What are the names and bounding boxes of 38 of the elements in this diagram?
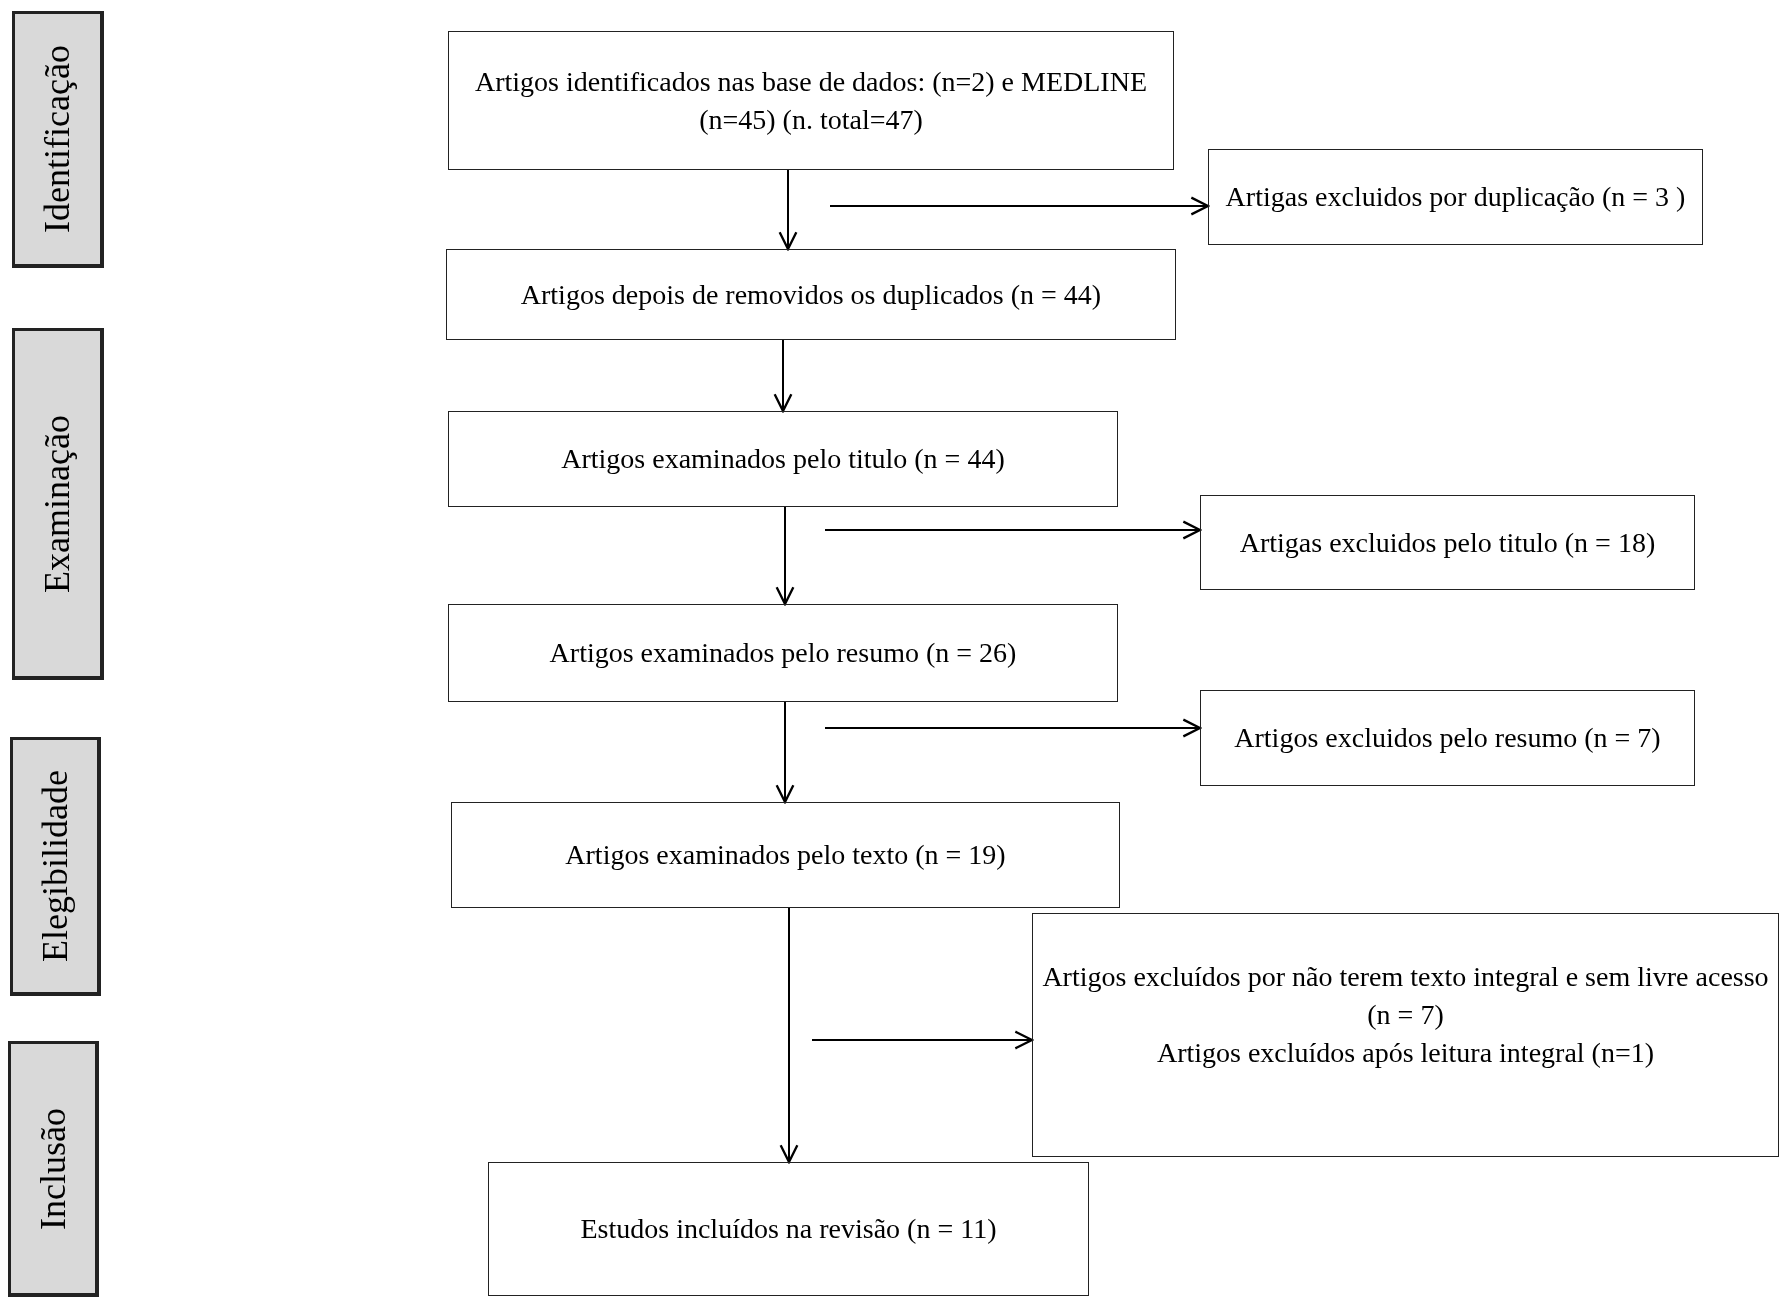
stage-label-box (8, 1041, 99, 1297)
arrow (775, 701, 795, 804)
node-text: Artigos excluídos por não terem texto integral e sem livre acesso (n = 7) (1041, 960, 1770, 1032)
arrow (811, 1030, 1034, 1050)
node-text: Identificação (36, 45, 79, 233)
process-box (451, 802, 1120, 908)
node-text: Examinação (36, 414, 79, 593)
process-box (488, 1162, 1089, 1296)
node-text: Artigas excluidos pelo titulo (n = 18) (1238, 525, 1657, 560)
arrow (775, 506, 795, 606)
process-box (1032, 913, 1779, 1157)
process-box (448, 604, 1118, 702)
process-box (1200, 690, 1695, 786)
node-text: Inclusão (31, 1107, 74, 1230)
process-box (448, 411, 1118, 507)
process-box (1208, 149, 1703, 245)
arrow (773, 339, 793, 413)
node-text: Artigos identificados nas base de dados: (n=2) e MEDLINE (n=45) (n. total=47) (473, 64, 1149, 137)
process-box (448, 31, 1174, 170)
node-text: Artigos examinados pelo resumo (n = 26) (548, 636, 1018, 671)
node-text: Estudos incluídos na revisão (n = 11) (579, 1212, 998, 1247)
node-text: Artigos examinados pelo titulo (n = 44) (560, 442, 1006, 477)
process-box (1200, 495, 1695, 590)
arrow (778, 169, 798, 251)
stage-label-box (10, 737, 101, 996)
node-text: Artigos excluidos pelo resumo (n = 7) (1233, 721, 1662, 756)
arrow (824, 718, 1202, 738)
arrow (829, 196, 1210, 216)
node-text: Artigos excluídos após leitura integral (n=1) (1155, 1035, 1656, 1070)
arrow (824, 520, 1202, 540)
stage-label-box (12, 328, 104, 680)
node-text: Elegibilidade (33, 770, 76, 962)
arrow (779, 907, 799, 1164)
stage-label-box (12, 11, 104, 268)
node-text: Artigos depois de removidos os duplicados (n = 44) (519, 277, 1103, 312)
process-box (446, 249, 1176, 340)
node-text: Artigas excluidos por duplicação (n = 3 ) (1224, 180, 1687, 215)
node-text: Artigos examinados pelo texto (n = 19) (564, 838, 1007, 873)
